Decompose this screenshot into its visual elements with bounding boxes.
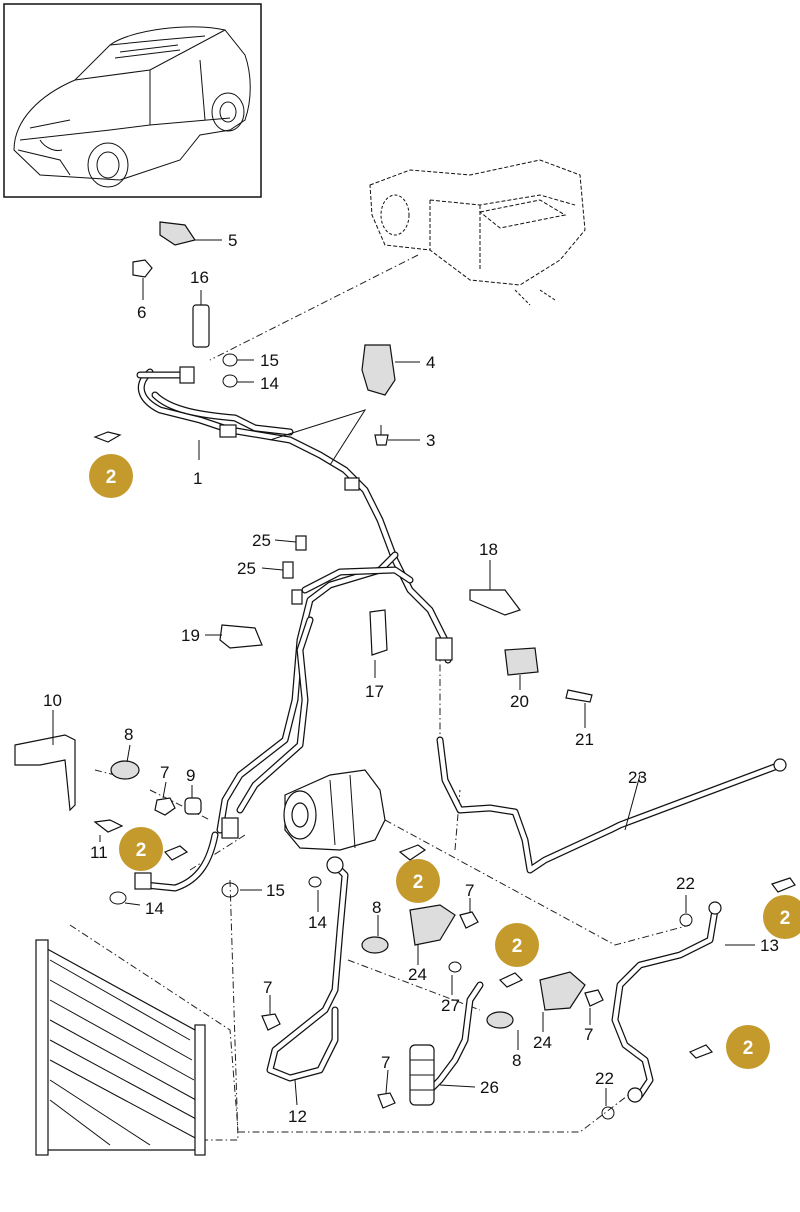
label-8-mid: 8 [372, 898, 381, 917]
label-24-mid: 24 [408, 965, 427, 984]
label-14-mid: 14 [308, 913, 327, 932]
compressor [283, 769, 386, 851]
condenser [35, 939, 206, 1156]
badge-2-right: 2 [763, 895, 800, 939]
label-3: 3 [426, 431, 435, 450]
badge-2-compressor: 2 [396, 859, 440, 903]
lower-pipes [134, 736, 787, 1106]
label-17: 17 [365, 682, 384, 701]
label-26: 26 [480, 1078, 499, 1097]
label-23: 23 [628, 768, 647, 787]
badge-2-lower-right: 2 [726, 1025, 770, 1069]
label-8-left: 8 [124, 725, 133, 744]
label-8-lower: 8 [512, 1051, 521, 1070]
label-22-top: 22 [676, 874, 695, 893]
svg-text:2: 2 [780, 908, 791, 929]
svg-text:2: 2 [512, 936, 523, 957]
label-21: 21 [575, 730, 594, 749]
label-leaders [52, 239, 755, 1106]
label-7-left: 7 [160, 763, 169, 782]
vehicle-thumbnail [3, 3, 262, 198]
label-6: 6 [137, 303, 146, 322]
label-20: 20 [510, 692, 529, 711]
label-11: 11 [90, 843, 108, 862]
label-7-lower-right: 7 [584, 1025, 593, 1044]
label-22-bottom: 22 [595, 1069, 614, 1088]
badge-2-center: 2 [495, 923, 539, 967]
label-5: 5 [228, 231, 237, 250]
label-7-lower-left: 7 [263, 978, 272, 997]
part-labels: 5 6 16 15 14 4 3 1 25 25 18 19 17 20 21 … [43, 231, 779, 1126]
label-13: 13 [760, 936, 779, 955]
svg-text:2: 2 [413, 872, 424, 893]
label-15-top: 15 [260, 351, 279, 370]
label-19: 19 [181, 626, 200, 645]
label-4: 4 [426, 353, 435, 372]
label-1: 1 [193, 469, 202, 488]
label-9: 9 [186, 766, 195, 785]
label-16: 16 [190, 268, 209, 287]
reference-badges: 2 2 2 2 2 2 [89, 454, 800, 1069]
svg-text:2: 2 [136, 840, 147, 861]
label-7-mid: 7 [465, 881, 474, 900]
badge-2-mid-left: 2 [119, 827, 163, 871]
label-7-bottom: 7 [381, 1053, 390, 1072]
leader-lines [69, 254, 691, 1141]
small-parts [14, 221, 796, 1120]
label-12: 12 [288, 1107, 307, 1126]
label-18: 18 [479, 540, 498, 559]
hvac-unit-sketch [369, 159, 586, 306]
label-27: 27 [441, 996, 460, 1015]
label-15-lower: 15 [266, 881, 285, 900]
label-25-bottom: 25 [237, 559, 256, 578]
badge-2-upper-left: 2 [89, 454, 133, 498]
label-24-lower: 24 [533, 1033, 552, 1052]
svg-text:2: 2 [743, 1038, 754, 1059]
svg-text:2: 2 [106, 467, 117, 488]
label-10: 10 [43, 691, 62, 710]
label-25-top: 25 [252, 531, 271, 550]
pipe-1-assembly [136, 366, 453, 839]
label-14-left: 14 [145, 899, 164, 918]
label-14-top: 14 [260, 374, 279, 393]
